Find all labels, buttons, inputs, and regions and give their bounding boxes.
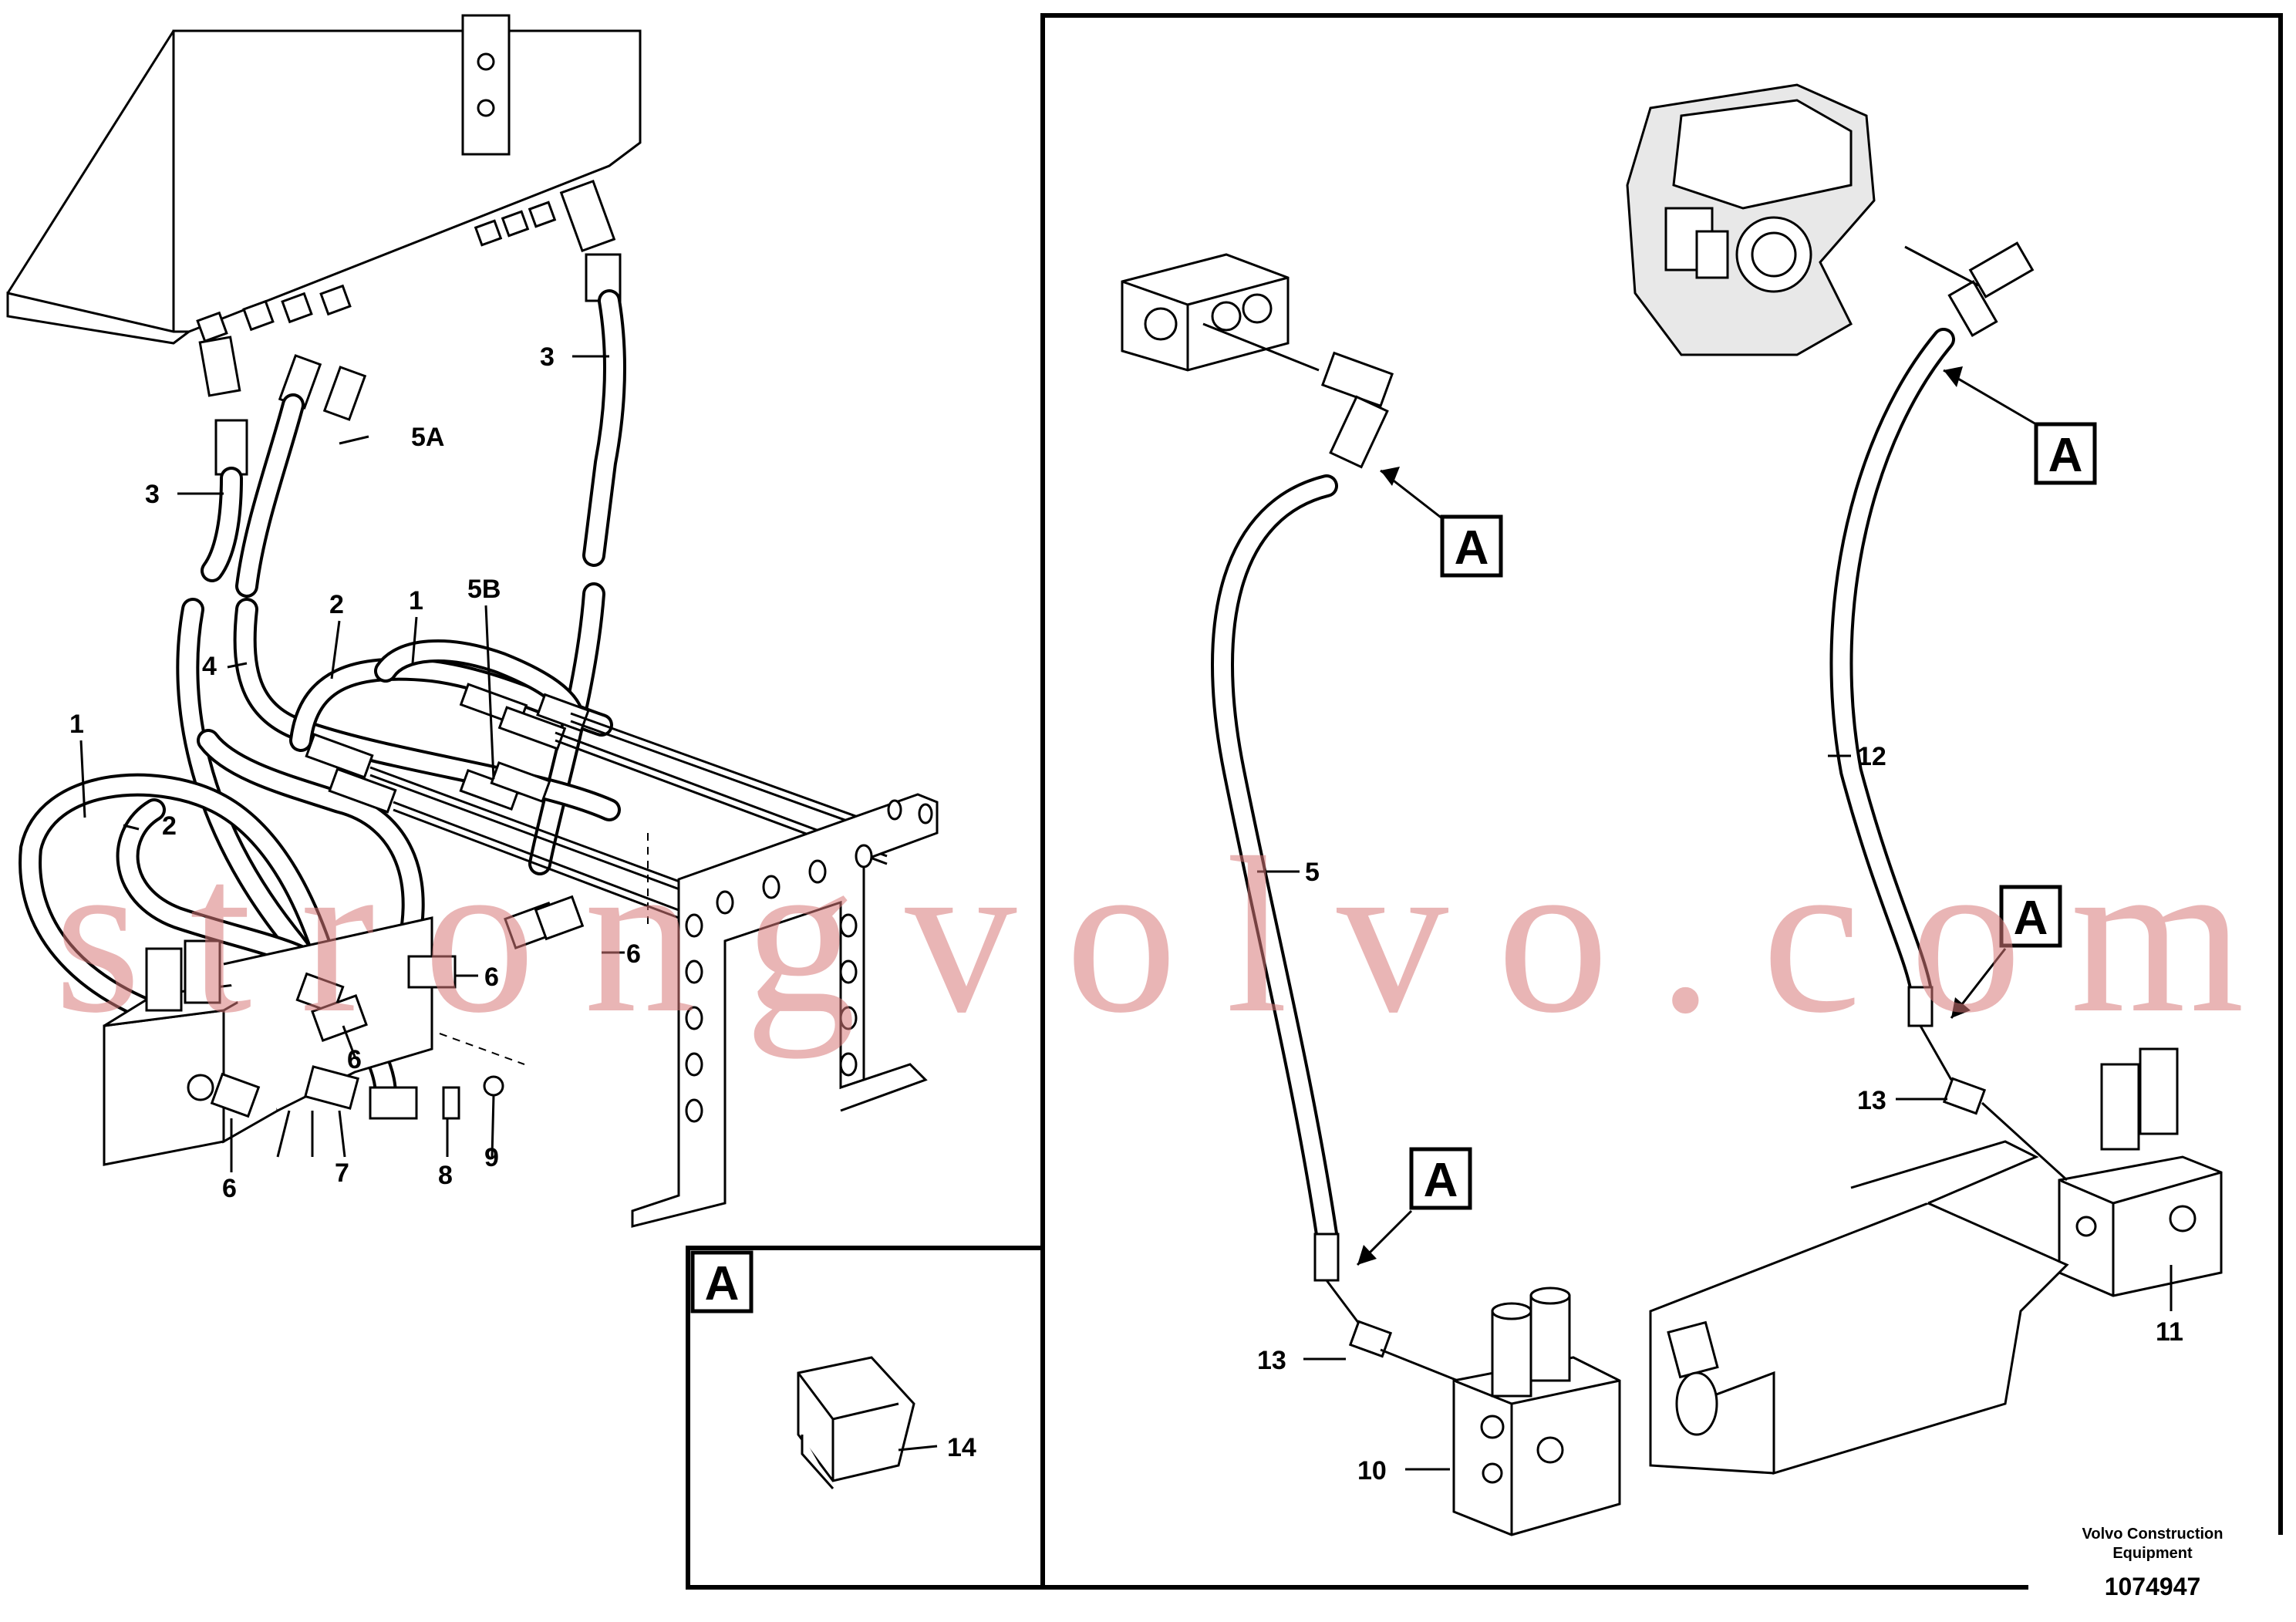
label-3-right: 3: [540, 342, 555, 372]
drawing-number: 1074947: [2105, 1573, 2201, 1600]
valve-block-11: [1981, 1047, 2223, 1297]
footer-block: Volvo Construction Equipment 1074947: [2082, 1526, 2224, 1600]
label-2-top: 2: [329, 590, 344, 619]
label-10: 10: [1357, 1456, 1387, 1485]
callout-a-4: A: [1356, 1147, 1472, 1266]
engine-pump: [1626, 83, 1876, 356]
mounting-bracket: [631, 793, 939, 1228]
leader-lines: [79, 355, 2173, 1471]
valve-block-left: [103, 895, 585, 1166]
callout-letter: A: [1424, 1154, 1458, 1207]
label-1-top: 1: [409, 586, 423, 615]
label-3-left: 3: [145, 480, 160, 509]
part-labels: 3 3 5A 4 2 1 5B 1 2 6 6 6 6 7 8 9 5 12 1…: [69, 342, 2183, 1485]
steel-lines: [369, 712, 903, 1065]
company-name-line2: Equipment: [2112, 1545, 2193, 1562]
label-2-left: 2: [162, 811, 177, 841]
label-8: 8: [438, 1161, 453, 1190]
label-4: 4: [202, 652, 217, 681]
callout-letter: A: [1455, 521, 1489, 575]
callout-letter: A: [2014, 892, 2048, 945]
callout-a-3: A: [1950, 885, 2062, 1019]
junction-block-top: [1121, 253, 1290, 372]
label-5: 5: [1305, 858, 1320, 887]
callout-a-2: A: [1943, 366, 2097, 485]
label-6-right: 6: [626, 939, 641, 969]
label-9: 9: [484, 1143, 499, 1172]
callout-a-1: A: [1380, 467, 1503, 578]
company-name-line1: Volvo Construction: [2082, 1526, 2224, 1543]
detail-frame-a: [686, 1246, 1045, 1590]
label-6-lower: 6: [347, 1045, 362, 1074]
control-valve-housing: [6, 14, 642, 345]
label-5a: 5A: [411, 423, 444, 452]
label-13-left: 13: [1257, 1346, 1286, 1375]
label-14: 14: [947, 1433, 976, 1462]
label-7: 7: [335, 1158, 349, 1188]
mounting-frame-right: [1649, 1140, 2069, 1475]
label-6-mid: 6: [484, 963, 499, 992]
hose-fittings-mid: [305, 683, 590, 814]
label-13-right: 13: [1857, 1086, 1886, 1115]
part-14-nut: [797, 1356, 938, 1489]
hose-12-right: [1829, 241, 2035, 1115]
detail-a-letter: A: [705, 1257, 740, 1310]
label-12: 12: [1857, 742, 1886, 771]
callout-letter: A: [2048, 429, 2083, 482]
hose-5-right: [1202, 322, 1394, 1358]
label-6-bottom: 6: [222, 1174, 237, 1203]
label-11: 11: [2156, 1317, 2183, 1347]
detail-frame-right: [1040, 13, 2283, 1590]
label-5b: 5B: [467, 575, 501, 604]
label-1-left: 1: [69, 710, 84, 739]
valve-block-10: [1380, 1286, 1621, 1536]
